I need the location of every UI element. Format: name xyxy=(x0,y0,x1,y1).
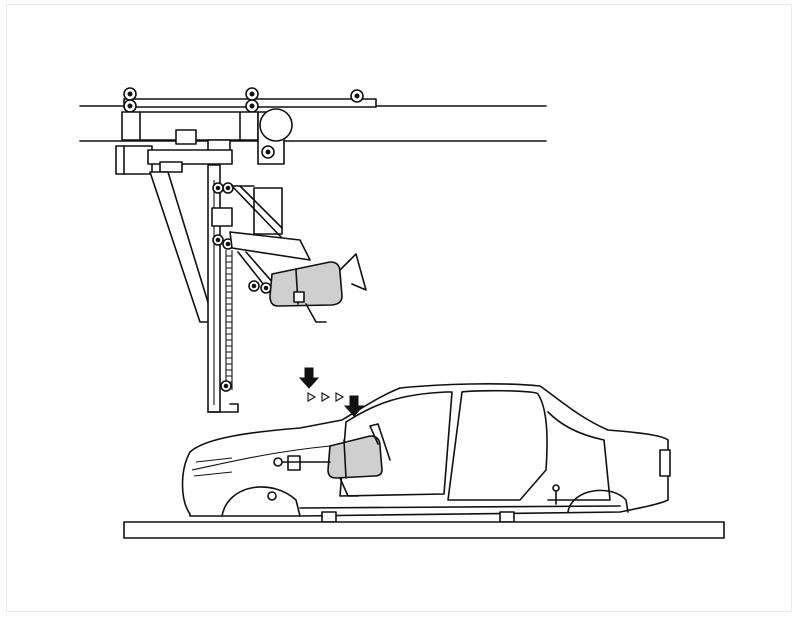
floor-platform xyxy=(123,521,725,539)
rack-teeth xyxy=(225,250,233,390)
car-body xyxy=(181,383,671,523)
manipulator-arm xyxy=(229,185,311,294)
down-arrow-icon xyxy=(343,395,365,417)
seat-on-manipulator xyxy=(269,253,367,323)
seat-in-car xyxy=(267,423,391,501)
lift-mast xyxy=(149,164,239,413)
page-frame xyxy=(6,4,792,612)
carriage xyxy=(115,108,293,175)
small-triangle-icon xyxy=(307,392,345,402)
down-arrow-icon xyxy=(298,367,320,389)
